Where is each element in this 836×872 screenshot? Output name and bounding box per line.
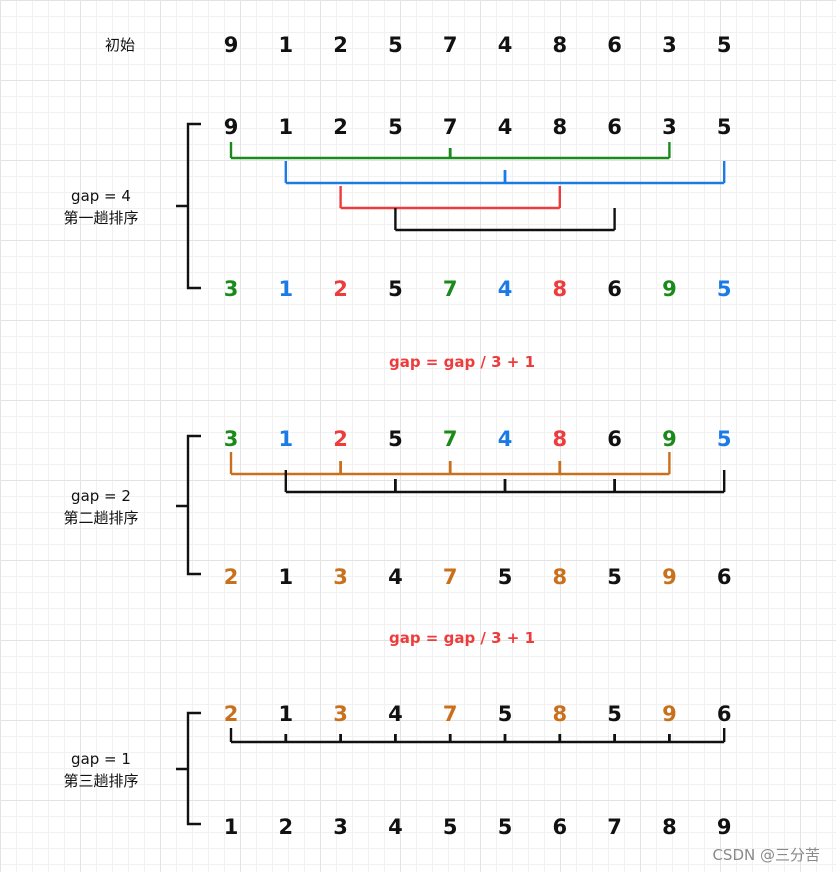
pass3-before-value-6: 8 [552, 702, 567, 726]
pass1-gap-label: gap = 4 [71, 187, 131, 205]
pass-brackets [176, 122, 201, 826]
watermark: CSDN @三分苦 [712, 846, 820, 864]
pass2-after-value-2: 3 [333, 565, 348, 589]
initial-value-5: 4 [498, 33, 513, 57]
pass1-before-value-2: 2 [333, 115, 348, 139]
initial-value-1: 1 [278, 33, 293, 57]
pass3-before-value-1: 1 [278, 702, 293, 726]
pass1-after-value-9: 5 [717, 277, 732, 301]
pass1-before-value-6: 8 [552, 115, 567, 139]
pass2-after-value-3: 4 [388, 565, 403, 589]
pass3-before-value-2: 3 [333, 702, 348, 726]
pass2-before-value-2: 2 [333, 427, 348, 451]
pass1-before-value-1: 1 [278, 115, 293, 139]
pass3-bracket [176, 711, 201, 826]
pass1-group-4 [394, 208, 616, 232]
pass3-title: 第三趟排序 [63, 772, 138, 790]
pass1-after-value-7: 6 [607, 277, 622, 301]
initial-value-3: 5 [388, 33, 403, 57]
pass2-gap-label: gap = 2 [71, 487, 131, 505]
pass3-after-value-2: 3 [333, 815, 348, 839]
pass1-before-value-0: 9 [224, 115, 239, 139]
pass3-before-value-4: 7 [443, 702, 458, 726]
pass2-title: 第二趟排序 [63, 509, 138, 527]
initial-value-6: 8 [552, 33, 567, 57]
gap-formula-1: gap = gap / 3 + 1 [389, 353, 535, 371]
pass2-after-value-4: 7 [443, 565, 458, 589]
pass1-group-3 [339, 186, 561, 210]
pass1-after-value-1: 1 [278, 277, 293, 301]
pass2-bracket [176, 434, 201, 576]
pass2-before-value-6: 8 [552, 427, 567, 451]
pass3-before-value-9: 6 [717, 702, 732, 726]
pass2-after-value-9: 6 [717, 565, 732, 589]
pass2-before-value-0: 3 [224, 427, 239, 451]
pass3-before-value-3: 4 [388, 702, 403, 726]
initial-value-2: 2 [333, 33, 348, 57]
pass2-group-1 [229, 452, 671, 476]
pass3-after-value-4: 5 [443, 815, 458, 839]
pass2-before-value-8: 9 [662, 427, 677, 451]
pass1-title: 第一趟排序 [63, 209, 138, 227]
initial-value-0: 9 [224, 33, 239, 57]
pass3-after-value-9: 9 [717, 815, 732, 839]
pass1-after-value-4: 7 [443, 277, 458, 301]
pass1-before-value-8: 3 [662, 115, 677, 139]
pass3-before-value-8: 9 [662, 702, 677, 726]
initial-value-8: 3 [662, 33, 677, 57]
pass1-before-value-4: 7 [443, 115, 458, 139]
gap-formula-2: gap = gap / 3 + 1 [389, 629, 535, 647]
pass2-before-value-3: 5 [388, 427, 403, 451]
pass1-group-2 [284, 161, 726, 185]
pass1-after-value-5: 4 [498, 277, 513, 301]
pass2-before-value-9: 5 [717, 427, 732, 451]
pass2-after-value-8: 9 [662, 565, 677, 589]
pass3-after-value-8: 8 [662, 815, 677, 839]
pass2-group-2 [284, 470, 726, 494]
pass3-after-value-6: 6 [552, 815, 567, 839]
pass1-before-value-7: 6 [607, 115, 622, 139]
initial-value-7: 6 [607, 33, 622, 57]
pass2-after-value-1: 1 [278, 565, 293, 589]
pass3-after-value-0: 1 [224, 815, 239, 839]
pass3-after-value-1: 2 [278, 815, 293, 839]
pass1-after-value-8: 9 [662, 277, 677, 301]
pass3-before-value-5: 5 [498, 702, 513, 726]
pass1-before-value-5: 4 [498, 115, 513, 139]
pass3-group-1 [229, 728, 726, 744]
pass2-before-value-7: 6 [607, 427, 622, 451]
pass2-after-value-5: 5 [498, 565, 513, 589]
pass3-after-value-3: 4 [388, 815, 403, 839]
pass3-after-value-7: 7 [607, 815, 622, 839]
pass1-before-value-3: 5 [388, 115, 403, 139]
pass3-before-value-7: 5 [607, 702, 622, 726]
number-rows: 9 1 2 5 7 4 8 6 3 5 9 1 2 5 7 4 8 6 3 5 3 1 2 5 7 4 8 6 9 5 3 1 2 5 7 4 8 6 9 5… [224, 33, 732, 839]
pass2-after-value-7: 5 [607, 565, 622, 589]
pass2-after-value-0: 2 [224, 565, 239, 589]
pass1-before-value-9: 5 [717, 115, 732, 139]
pass1-after-value-6: 8 [552, 277, 567, 301]
pass2-before-value-1: 1 [278, 427, 293, 451]
pass1-after-value-0: 3 [224, 277, 239, 301]
initial-value-4: 7 [443, 33, 458, 57]
pass2-before-value-4: 7 [443, 427, 458, 451]
pass2-before-value-5: 4 [498, 427, 513, 451]
pass3-before-value-0: 2 [224, 702, 239, 726]
gap-group-lines [229, 142, 726, 744]
pass1-after-value-3: 5 [388, 277, 403, 301]
initial-value-9: 5 [717, 33, 732, 57]
pass1-group-1 [229, 142, 671, 160]
pass3-after-value-5: 5 [498, 815, 513, 839]
initial-label: 初始 [105, 36, 135, 54]
pass3-gap-label: gap = 1 [71, 750, 131, 768]
pass1-after-value-2: 2 [333, 277, 348, 301]
pass2-after-value-6: 8 [552, 565, 567, 589]
pass1-bracket [176, 122, 201, 290]
